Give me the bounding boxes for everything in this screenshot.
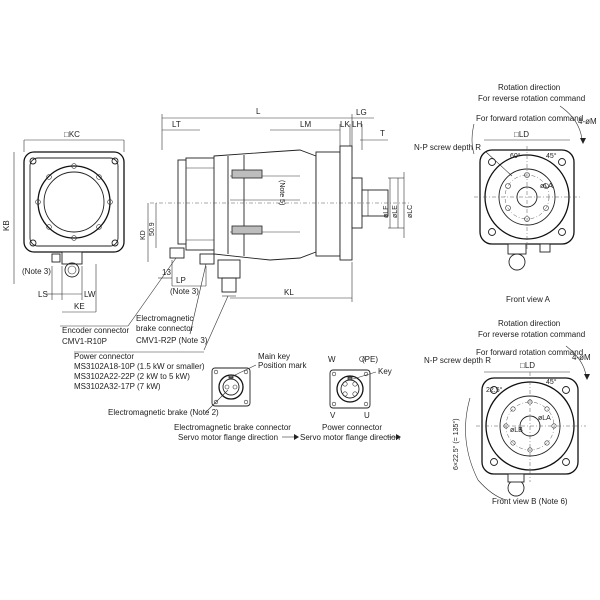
power-caption-1: Power connector (322, 423, 382, 432)
brake-note2-label: Electromagnetic brake (Note 2) (108, 408, 219, 417)
a-rotation-2: For reverse rotation command (478, 94, 585, 103)
dim-lh: LH (352, 120, 362, 129)
dim-ke: KE (74, 302, 85, 311)
dim-kl: KL (284, 288, 294, 297)
a-hole: 4-øM (578, 117, 597, 126)
encoder-housing (185, 157, 217, 251)
dim-lp: LP (176, 276, 186, 285)
front-flange (315, 151, 341, 257)
b-np-screw: N-P screw depth R (424, 356, 491, 365)
front-view-a: Rotation direction For reverse rotation … (414, 83, 597, 304)
b-hole: 4-øM (572, 353, 591, 362)
pin-key: Key (378, 367, 392, 376)
power-connector-model-2: MS3102A22-22P (2 kW to 5 kW) (74, 372, 190, 381)
side-encoder-connector (169, 247, 185, 259)
dim-lm: LM (300, 120, 311, 129)
brake-connector-title-2: brake connector (136, 324, 194, 333)
a-60deg: 60° (510, 152, 521, 160)
b-22-5deg: 22.5° (486, 386, 503, 394)
front-view-b: Rotation direction For reverse rotation … (424, 319, 591, 506)
main-key-label: Main key (258, 352, 290, 361)
brake-caption-2: Servo motor flange direction (178, 433, 278, 442)
note5: (Note 5) (278, 180, 285, 205)
dim-lf: øLF (383, 206, 390, 218)
connector-callouts: Encoder connector CMV1-R10P Electromagne… (60, 257, 229, 391)
b-la: øLA (538, 415, 551, 422)
power-connector-model-1: MS3102A18-10P (1.5 kW or smaller) (74, 362, 205, 371)
power-connector-detail: W (PE) Key V U Power connector Servo mot… (300, 355, 401, 442)
dim-t: T (380, 129, 385, 138)
b-rotation-1: Rotation direction (498, 319, 560, 328)
dim-lg: LG (356, 108, 367, 117)
pin-w: W (328, 355, 336, 364)
power-connector-title: Power connector (74, 352, 134, 361)
encoder-connector-model: CMV1-R10P (62, 337, 107, 346)
dim-50-9: 50.9 (149, 222, 156, 236)
b-caption: Front view B (Note 6) (492, 497, 568, 506)
note3-mid: (Note 3) (170, 287, 199, 296)
dim-lw: LW (84, 290, 96, 299)
dim-lt: LT (172, 120, 181, 129)
dim-kd: KD (140, 230, 147, 240)
pin-pe: (PE) (362, 355, 378, 364)
b-45deg: 45° (546, 378, 557, 386)
power-caption-2: Servo motor flange direction (300, 433, 400, 442)
a-forward: For forward rotation command (476, 114, 583, 123)
brake-connector-detail: Main key Position mark Electromagnetic b… (108, 352, 307, 442)
encoder-connector-title: Encoder connector (62, 326, 129, 335)
dim-lk: LK (340, 120, 350, 129)
side-power-connector (217, 259, 241, 279)
side-view: L LG LT LM LK LH T (140, 107, 414, 302)
brake-caption-1: Electromagnetic brake connector (174, 423, 291, 432)
b-ld: □LD (520, 361, 535, 370)
power-connector-model-3: MS3102A32-17P (7 kW) (74, 382, 161, 391)
rear-end-view: □KC KB (Note 3) LS LW KE (2, 130, 125, 313)
a-np-screw: N-P screw depth R (414, 143, 481, 152)
a-ld: □LD (514, 130, 529, 139)
a-la: øLA (540, 183, 553, 190)
a-rotation-1: Rotation direction (498, 83, 560, 92)
a-caption: Front view A (506, 295, 551, 304)
rear-flange-square (23, 151, 125, 253)
dim-l: L (256, 107, 261, 116)
b-forward: For forward rotation command (476, 348, 583, 357)
rear-cover-circle (37, 165, 111, 239)
dim-kb: KB (2, 220, 11, 231)
brake-connector-model: CMV1-R2P (Note 3) (136, 336, 208, 345)
position-mark-label: Position mark (258, 361, 307, 370)
pin-u: U (364, 411, 370, 420)
brake-connector-title-1: Electromagnetic (136, 314, 193, 323)
dim-kc: □KC (64, 130, 80, 139)
pin-v: V (330, 411, 336, 420)
b-lb: øLB (510, 427, 523, 434)
side-brake-connector (199, 253, 215, 265)
rear-encoder-connector (61, 251, 83, 265)
dim-lc: øLC (407, 205, 414, 218)
dim-ls: LS (38, 290, 48, 299)
dim-le: øLE (392, 205, 399, 218)
note3-left: (Note 3) (22, 267, 51, 276)
b-6x22-5: 6×22.5° (= 135°) (452, 418, 460, 470)
dim-13: 13 (162, 268, 171, 277)
b-rotation-2: For reverse rotation command (478, 330, 585, 339)
a-45deg: 45° (546, 152, 557, 160)
motor-frame (213, 149, 317, 261)
